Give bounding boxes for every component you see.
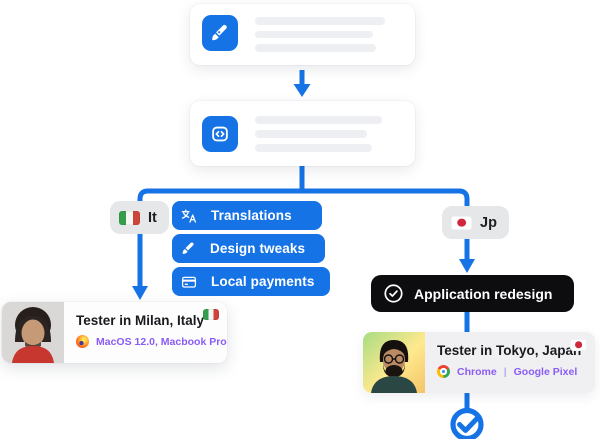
italy-flag-icon [119, 210, 140, 225]
check-circle-icon [384, 284, 403, 303]
task-pill-label: Application redesign [414, 285, 553, 302]
skeleton-line [255, 144, 372, 152]
task-pill-design-tweaks: Design tweaks [172, 234, 325, 263]
tester-environment: MacOS 12.0, Macbook Pro [96, 335, 227, 348]
step-card-code [190, 101, 415, 166]
locale-badge-japan: Jp [442, 206, 509, 239]
japan-flag-icon [570, 339, 587, 351]
skeleton-line [255, 17, 385, 25]
firefox-icon [76, 335, 89, 348]
task-pill-label: Design tweaks [210, 241, 306, 256]
tester-card-milan: Tester in Milan, Italy MacOS 12.0, Macbo… [2, 302, 227, 363]
arrowhead-left-branch [132, 286, 148, 300]
task-pill-translations: Translations [172, 201, 322, 230]
skeleton-line [255, 44, 376, 52]
italy-flag-icon [203, 309, 219, 320]
code-brackets-icon [202, 116, 238, 152]
tester-title: Tester in Tokyo, Japan [437, 343, 582, 358]
tester-browser: Chrome [457, 365, 497, 378]
tester-title: Tester in Milan, Italy [76, 313, 205, 328]
credit-card-icon [181, 276, 197, 288]
done-check-mark [457, 415, 480, 433]
japan-flag-icon [451, 215, 472, 230]
tester-photo-milan [2, 302, 64, 363]
skeleton-line [255, 130, 367, 138]
tester-card-tokyo: Tester in Tokyo, Japan Chrome | Google P… [363, 332, 595, 393]
locale-badge-italy: It [110, 201, 169, 234]
paintbrush-icon [202, 15, 238, 51]
tester-photo-tokyo [363, 332, 425, 393]
arrowhead-right-branch [459, 259, 475, 273]
tester-device: Google Pixel [513, 365, 578, 378]
task-pill-label: Local payments [211, 274, 315, 289]
locale-badge-label: It [148, 209, 157, 226]
task-pill-local-payments: Local payments [172, 267, 330, 296]
skeleton-line [255, 116, 382, 124]
separator: | [503, 365, 507, 378]
skeleton-line [255, 30, 373, 38]
chrome-icon [437, 365, 450, 378]
arrowhead-down-1 [293, 84, 311, 97]
locale-badge-label: Jp [480, 214, 497, 231]
paintbrush-icon [182, 242, 194, 254]
translate-icon [181, 208, 197, 223]
step-card-design [190, 4, 415, 65]
task-pill-label: Translations [211, 208, 292, 223]
branch-tree [137, 188, 470, 288]
task-pill-application-redesign: Application redesign [371, 275, 574, 312]
